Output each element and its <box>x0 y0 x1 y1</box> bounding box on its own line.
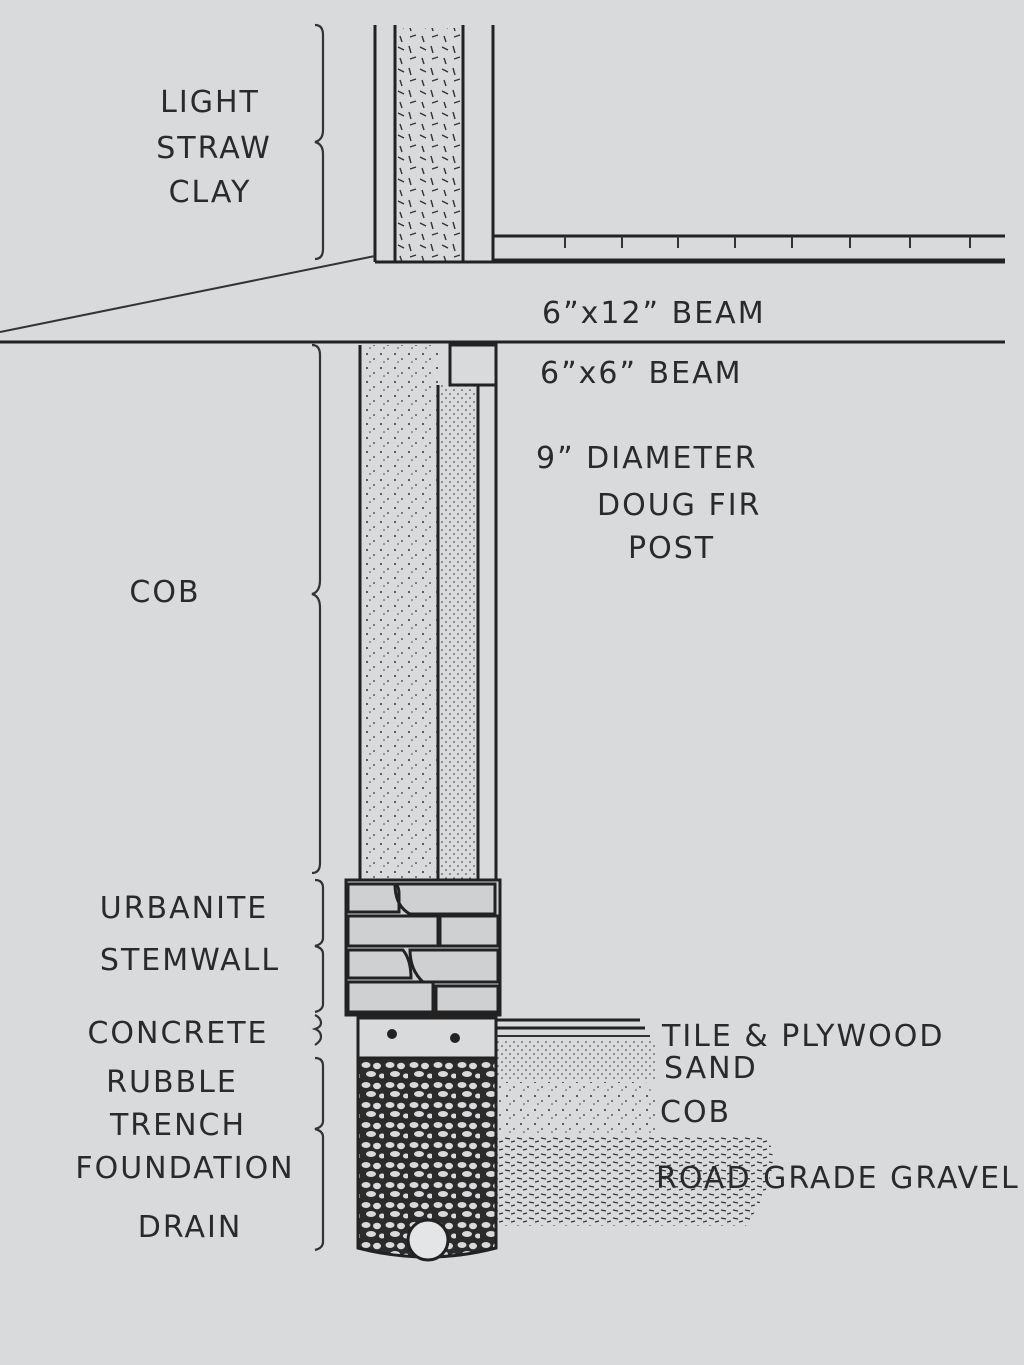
urbanite-stemwall <box>344 878 502 1017</box>
drain-pipe-icon <box>406 1218 450 1262</box>
label-concrete: CONCRETE <box>87 1016 268 1051</box>
beam-6x12 <box>0 255 1005 344</box>
label-foundation: FOUNDATION <box>75 1151 294 1186</box>
concrete-cap <box>356 1016 498 1060</box>
beam-6x6-block <box>448 343 498 387</box>
label-cob-floor: COB <box>660 1095 731 1130</box>
label-cob-wall: COB <box>129 575 200 610</box>
label-urbanite: URBANITE <box>100 891 268 926</box>
upper-floor-boards <box>493 234 1005 262</box>
rubble-trench <box>356 1056 498 1262</box>
label-gravel: ROAD GRADE GRAVEL <box>656 1161 1020 1196</box>
floor-layers <box>496 1018 773 1226</box>
label-straw: STRAW <box>156 131 272 166</box>
label-trench: TRENCH <box>109 1108 246 1143</box>
label-rubble: RUBBLE <box>106 1065 238 1100</box>
label-drain: DRAIN <box>138 1210 243 1245</box>
light-straw-clay-wall <box>373 25 495 262</box>
label-beam-6x12: 6”x12” BEAM <box>542 296 766 331</box>
label-post-post: POST <box>628 531 715 566</box>
label-tile-plywood: TILE & PLYWOOD <box>661 1019 944 1054</box>
label-beam-6x6: 6”x6” BEAM <box>540 356 743 391</box>
left-braces <box>311 23 325 1252</box>
label-post-diameter: 9” DIAMETER <box>536 441 758 476</box>
label-sand: SAND <box>664 1051 758 1086</box>
label-post-dougfir: DOUG FIR <box>597 488 761 523</box>
label-clay: CLAY <box>169 175 252 210</box>
label-light: LIGHT <box>160 85 260 120</box>
cob-wall-section <box>358 343 498 880</box>
labels: LIGHT STRAW CLAY COB URBANITE STEMWALL C… <box>75 85 1020 1245</box>
label-stemwall: STEMWALL <box>100 943 280 978</box>
